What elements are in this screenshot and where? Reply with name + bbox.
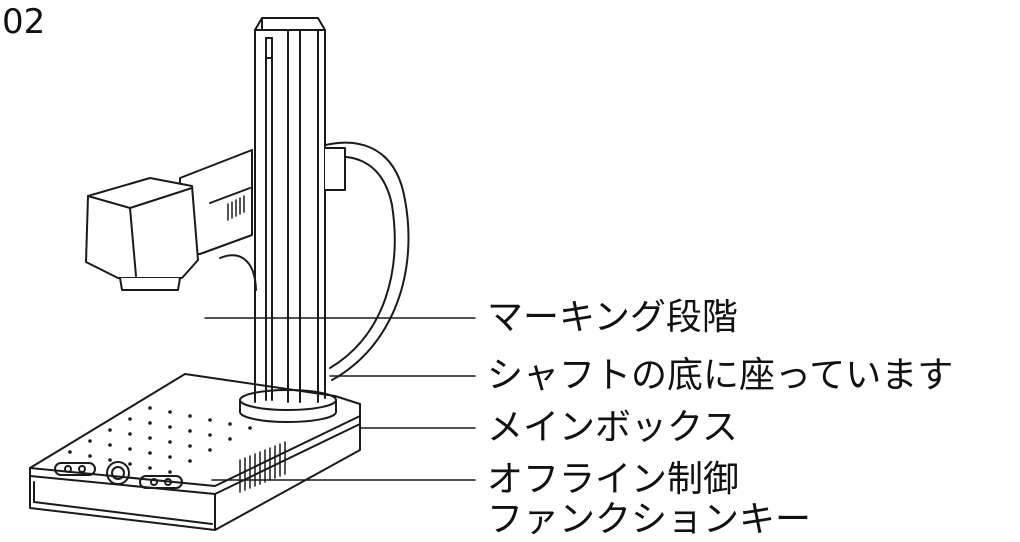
main-box [29,373,361,531]
label-function-keys: ファンクションキー [487,499,812,540]
label-marking-stage: マーキング段階 [487,297,738,338]
vent-grille [239,441,286,493]
label-main-box: メインボックス [487,407,738,448]
vertical-column [254,17,326,403]
figure-number: 02 [2,2,46,42]
laser-arm [179,147,346,291]
label-offline-control: オフライン制御 [487,459,740,500]
offline-control-keys [54,461,183,489]
leader-lines [204,317,476,481]
marking-stage-holes [68,406,252,474]
scan-head [85,177,199,291]
fiber-cable [321,141,410,381]
label-shaft-base: シャフトの底に座っています [487,355,954,396]
